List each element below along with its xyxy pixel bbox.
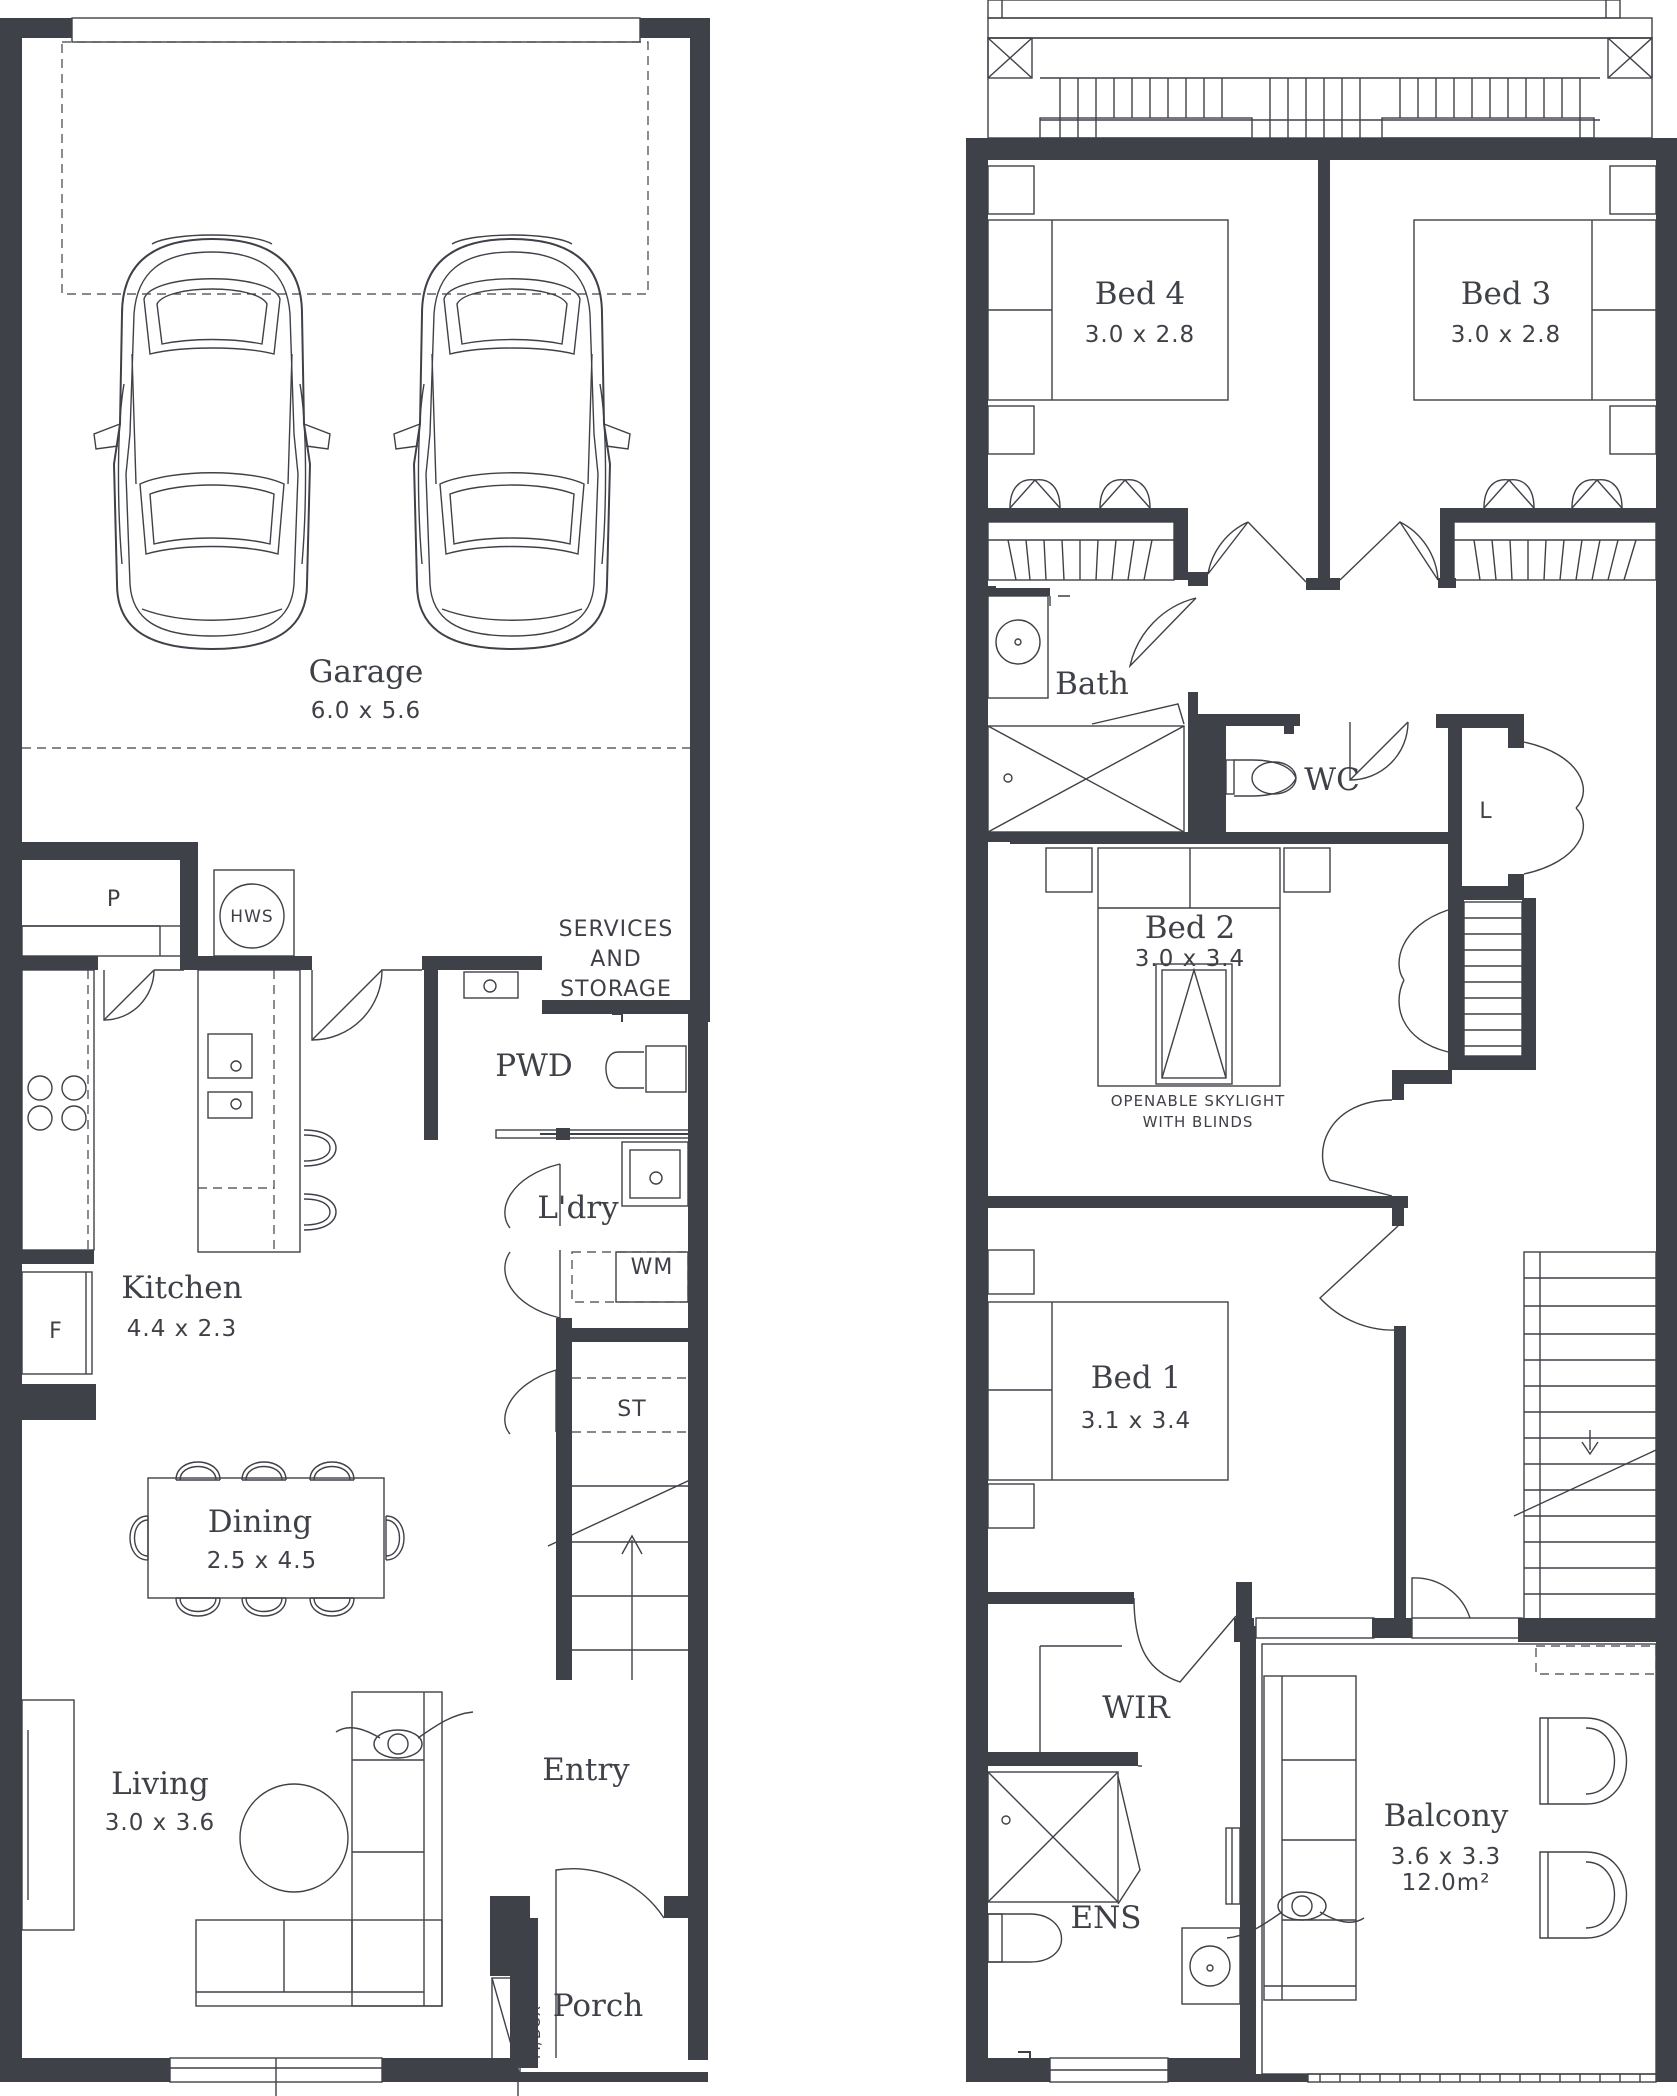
services-label-line2: AND (590, 947, 641, 972)
garage-name: Garage (309, 654, 424, 690)
first-floor-labels: Bed 4 3.0 x 2.8 Bed 3 3.0 x 2.8 Bath WC … (1055, 276, 1561, 1936)
bath-name: Bath (1055, 666, 1129, 702)
ground-floor-plan (0, 17, 710, 2096)
kitchen-size: 4.4 x 2.3 (127, 1316, 237, 1342)
ensuite-name: ENS (1071, 1900, 1142, 1936)
hot-water-label: HWS (230, 907, 273, 927)
balcony-name: Balcony (1384, 1798, 1509, 1834)
skylight-note-line2: WITH BLINDS (1143, 1113, 1254, 1131)
bed4-size: 3.0 x 2.8 (1085, 322, 1195, 348)
laundry-name: L'dry (537, 1190, 619, 1226)
first-floor-plan (966, 0, 1677, 2083)
washer-label: WM (631, 1255, 674, 1280)
balcony-size: 3.6 x 3.3 (1391, 1844, 1501, 1870)
bed3-size: 3.0 x 2.8 (1451, 322, 1561, 348)
bed1-name: Bed 1 (1091, 1360, 1182, 1396)
balcony-area: 12.0m² (1402, 1870, 1491, 1896)
garage-size: 6.0 x 5.6 (311, 698, 421, 724)
linen-label: L (1479, 799, 1492, 824)
entry-name: Entry (542, 1752, 630, 1788)
fridge-label: F (49, 1319, 63, 1344)
powder-room-name: PWD (495, 1048, 573, 1084)
dining-size: 2.5 x 4.5 (207, 1548, 317, 1574)
services-label-line3: STORAGE (560, 977, 672, 1002)
porch-name: Porch (553, 1988, 643, 2024)
ground-floor-labels: Garage 6.0 x 5.6 P HWS SERVICES AND STOR… (49, 654, 674, 2059)
wc-name: WC (1304, 762, 1360, 798)
bed1-size: 3.1 x 3.4 (1081, 1408, 1191, 1434)
bed2-name: Bed 2 (1145, 910, 1236, 946)
services-label-line1: SERVICES (559, 917, 674, 942)
bed3-name: Bed 3 (1461, 276, 1552, 312)
kitchen-name: Kitchen (121, 1270, 242, 1306)
skylight-note-line1: OPENABLE SKYLIGHT (1111, 1092, 1286, 1110)
store-label: ST (617, 1397, 646, 1422)
pantry-label: P (107, 887, 121, 912)
bed4-name: Bed 4 (1095, 276, 1186, 312)
wir-name: WIR (1102, 1690, 1171, 1726)
living-size: 3.0 x 3.6 (105, 1810, 215, 1836)
living-name: Living (111, 1766, 209, 1802)
bed2-size: 3.0 x 3.4 (1135, 946, 1245, 972)
dining-name: Dining (208, 1504, 312, 1540)
meterbox-label: M/BOX (526, 2005, 544, 2059)
